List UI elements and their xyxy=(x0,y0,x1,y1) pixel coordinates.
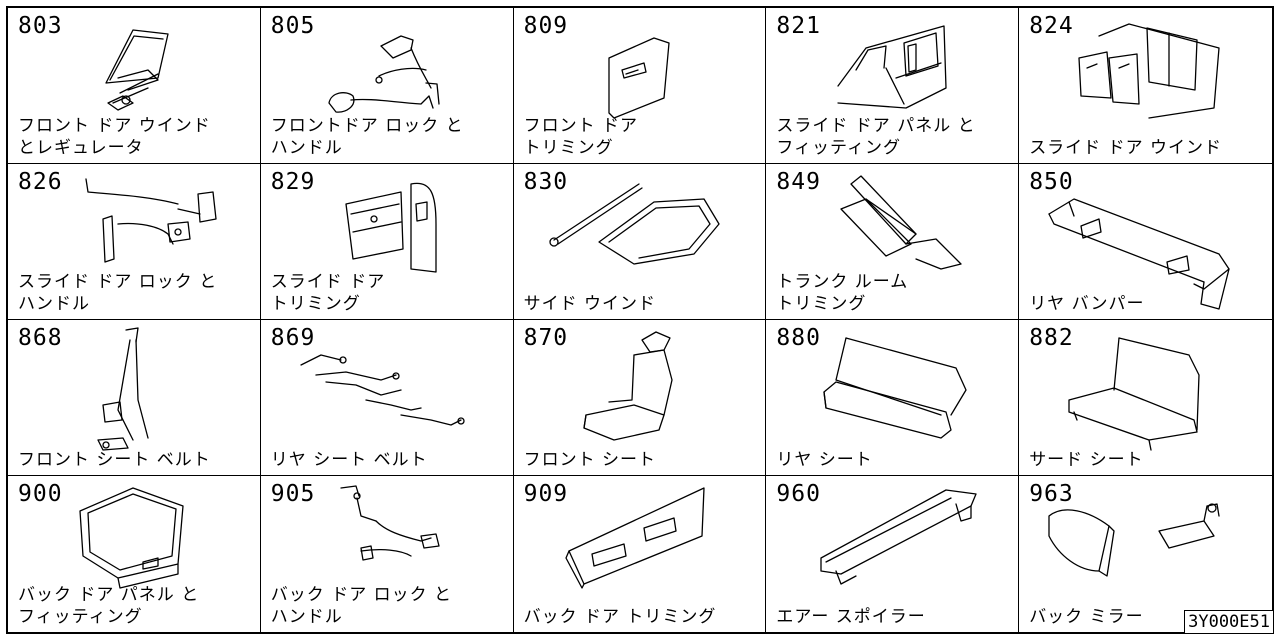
side-window-icon xyxy=(548,183,720,265)
parts-index-grid: 803 フロント ドア ウインド とレギュレータ 805 フロントドア ロック … xyxy=(6,6,1274,634)
part-cell-869[interactable]: 869 リヤ シート ベルト xyxy=(260,320,514,476)
door-trim-panel-icon xyxy=(607,37,670,119)
part-cell-805[interactable]: 805 フロントドア ロック と ハンドル xyxy=(260,8,514,164)
part-code: 882 xyxy=(1029,325,1074,351)
part-cell-868[interactable]: 868 フロント シート ベルト xyxy=(8,320,261,476)
part-cell-829[interactable]: 829 スライド ドア トリミング xyxy=(260,164,514,320)
door-lock-handle-icon xyxy=(328,35,440,113)
part-code: 829 xyxy=(270,169,316,195)
part-cell-809[interactable]: 809 フロント ドア トリミング xyxy=(513,8,767,164)
rear-seat-belt-icon xyxy=(300,354,465,426)
part-label: バック ミラー xyxy=(1029,607,1144,627)
back-door-lock-icon xyxy=(340,485,440,561)
part-cell-909[interactable]: 909 バック ドア トリミング xyxy=(514,476,767,632)
part-label: スライド ドア トリミング xyxy=(270,272,386,314)
part-cell-850[interactable]: 850 リヤ バンパー xyxy=(1019,164,1272,320)
part-label: スライド ドア ロック と ハンドル xyxy=(18,272,218,314)
part-code: 870 xyxy=(523,325,569,351)
rear-seat-icon xyxy=(823,337,968,439)
part-label: サイド ウインド xyxy=(523,294,656,314)
back-door-panel-icon xyxy=(79,487,184,589)
part-code: 803 xyxy=(18,13,63,39)
slide-door-panel-icon xyxy=(837,25,948,109)
part-cell-963[interactable]: 963 バック ミラー xyxy=(1019,476,1272,632)
part-label: スライド ドア ウインド xyxy=(1029,138,1222,158)
back-door-trim-icon xyxy=(564,487,705,589)
part-label: フロント ドア トリミング xyxy=(523,116,638,158)
rear-bumper-icon xyxy=(1048,198,1230,310)
part-cell-905[interactable]: 905 バック ドア ロック と ハンドル xyxy=(261,476,514,632)
part-cell-849[interactable]: 849 トランク ルーム トリミング xyxy=(766,164,1020,320)
part-code: 849 xyxy=(776,169,821,195)
part-cell-900[interactable]: 900 バック ドア パネル と フィッティング xyxy=(8,476,261,632)
part-code: 809 xyxy=(523,13,569,39)
front-seat-icon xyxy=(582,331,673,441)
part-code: 868 xyxy=(18,325,63,351)
part-label: フロント シート ベルト xyxy=(18,450,211,470)
part-code: 880 xyxy=(776,325,821,351)
part-label: トランク ルーム トリミング xyxy=(776,272,909,314)
third-seat-icon xyxy=(1068,337,1200,451)
part-cell-830[interactable]: 830 サイド ウインド xyxy=(513,164,767,320)
part-label: リヤ バンパー xyxy=(1029,294,1145,314)
window-regulator-icon xyxy=(105,29,169,111)
part-code: 909 xyxy=(523,481,569,507)
part-code: 824 xyxy=(1029,13,1074,39)
slide-door-window-icon xyxy=(1078,23,1220,119)
part-label: フロント ドア ウインド とレギュレータ xyxy=(18,116,211,158)
part-code: 805 xyxy=(270,13,316,39)
part-code: 821 xyxy=(776,13,821,39)
figure-code: 3Y000E51 xyxy=(1184,610,1274,634)
part-cell-821[interactable]: 821 スライド ドア パネル と フィッティング xyxy=(766,8,1020,164)
part-label: スライド ドア パネル と フィッティング xyxy=(776,116,976,158)
back-mirror-icon xyxy=(1048,503,1220,577)
part-label: リヤ シート xyxy=(776,450,873,470)
part-label: エアー スポイラー xyxy=(776,607,926,627)
part-label: フロント シート xyxy=(523,450,656,470)
part-code: 900 xyxy=(18,481,63,507)
part-label: バック ドア ロック と ハンドル xyxy=(270,585,453,627)
slide-door-trim-icon xyxy=(345,182,437,273)
part-label: バック ドア トリミング xyxy=(523,607,717,627)
part-code: 830 xyxy=(523,169,569,195)
part-cell-826[interactable]: 826 スライド ドア ロック と ハンドル xyxy=(8,164,261,320)
part-label: バック ドア パネル と フィッティング xyxy=(18,585,200,627)
trunk-trim-icon xyxy=(840,175,963,270)
part-code: 963 xyxy=(1029,481,1074,507)
part-cell-880[interactable]: 880 リヤ シート xyxy=(766,320,1020,476)
part-label: サード シート xyxy=(1029,450,1144,470)
slide-door-lock-icon xyxy=(85,178,217,263)
front-seat-belt-icon xyxy=(97,327,149,451)
part-label: リヤ シート ベルト xyxy=(270,450,428,470)
part-code: 960 xyxy=(776,481,821,507)
part-code: 826 xyxy=(18,169,63,195)
air-spoiler-icon xyxy=(820,489,978,585)
part-code: 905 xyxy=(270,481,316,507)
part-label: フロントドア ロック と ハンドル xyxy=(270,116,464,158)
part-code: 850 xyxy=(1029,169,1074,195)
part-cell-803[interactable]: 803 フロント ドア ウインド とレギュレータ xyxy=(8,8,261,164)
part-cell-882[interactable]: 882 サード シート xyxy=(1019,320,1272,476)
part-cell-870[interactable]: 870 フロント シート xyxy=(513,320,767,476)
part-code: 869 xyxy=(270,325,316,351)
part-cell-960[interactable]: 960 エアー スポイラー xyxy=(766,476,1020,632)
part-cell-824[interactable]: 824 スライド ドア ウインド xyxy=(1019,8,1272,164)
